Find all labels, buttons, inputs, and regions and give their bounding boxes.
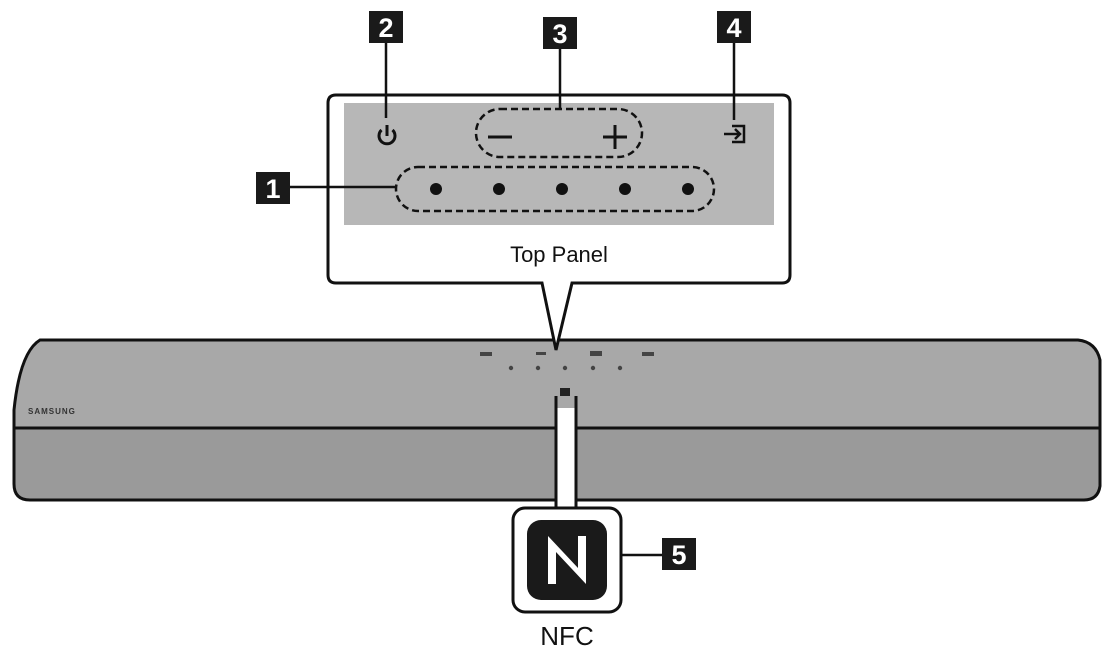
bar-mini-led (617, 365, 623, 371)
soundbar: SAMSUNG (12, 338, 1102, 502)
indicator-led (619, 183, 631, 195)
bar-mini-volume-up-icon (590, 351, 602, 356)
brand-logo: SAMSUNG (28, 407, 76, 416)
bar-mini-led (562, 365, 568, 371)
top-panel-label: Top Panel (510, 242, 608, 267)
source-input-icon (724, 124, 746, 144)
nfc-label: NFC (540, 621, 593, 651)
indicator-led (682, 183, 694, 195)
callout-badge-2: 2 (369, 11, 403, 43)
indicator-led (556, 183, 568, 195)
callout-number-3: 3 (552, 19, 567, 49)
bar-mini-source-icon (642, 352, 654, 356)
bar-nfc-mark (560, 388, 570, 396)
top-panel-surface (344, 103, 774, 225)
callout-badge-1: 1 (256, 172, 290, 204)
callout-badge-5: 5 (662, 538, 696, 570)
power-icon (377, 125, 397, 146)
callout-number-1: 1 (265, 174, 280, 204)
bar-mini-led (508, 365, 514, 371)
top-panel-callout: Top Panel (326, 93, 792, 351)
indicator-led-group (394, 165, 716, 213)
volume-up-icon (603, 125, 627, 149)
indicator-led (430, 183, 442, 195)
callout-badge-4: 4 (717, 11, 751, 43)
indicator-led (493, 183, 505, 195)
nfc-callout: 5 NFC (511, 396, 696, 651)
bar-top-buttons (480, 351, 654, 396)
bar-mini-volume-down-icon (536, 352, 546, 355)
nfc-icon (527, 520, 607, 600)
callout-number-5: 5 (671, 540, 686, 570)
callout-badge-3: 3 (543, 17, 577, 49)
bar-mini-power-icon (480, 352, 492, 356)
bar-mini-led (590, 365, 596, 371)
callout-number-2: 2 (378, 13, 393, 43)
callout-number-4: 4 (726, 13, 741, 43)
bar-mini-led (535, 365, 541, 371)
